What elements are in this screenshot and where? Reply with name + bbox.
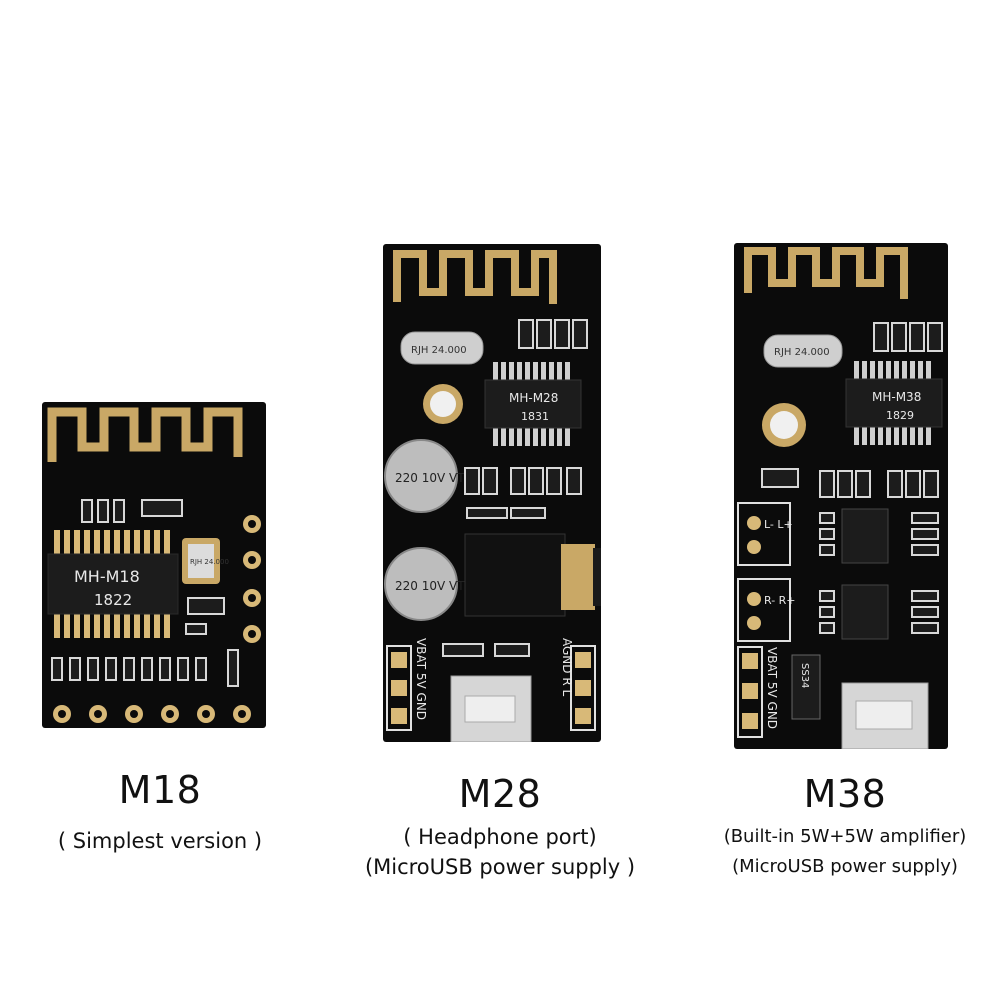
- chip-label: MH-M38: [872, 390, 921, 404]
- crystal-label: RJH 24.000: [411, 345, 467, 356]
- board-m18-image: MH-M18 1822 RJH 24.000: [42, 402, 266, 728]
- out-label-left: L- L+: [764, 518, 793, 531]
- antenna-trace: [744, 247, 908, 299]
- chip-label: MH-M18: [74, 567, 140, 586]
- pin-label-audio: AGND R L: [560, 638, 574, 696]
- board-m28-image: RJH 24.000 MH-M28 1831 220 10V VT 220 10: [383, 244, 601, 742]
- chip-code: 1831: [521, 410, 549, 423]
- caption-m18: M18 ( Simplest version ): [0, 768, 320, 856]
- antenna-trace: [393, 250, 557, 304]
- crystal: [400, 331, 484, 365]
- capacitor: [384, 439, 458, 513]
- chip-body: [484, 379, 582, 429]
- out-label-right: R- R+: [764, 594, 796, 607]
- antenna-trace: [47, 407, 243, 462]
- headphone-jack: [464, 533, 566, 617]
- crystal-label: RJH 24.000: [190, 558, 229, 566]
- chip-label: MH-M28: [509, 391, 558, 405]
- capacitor-label: 220 10V VT: [395, 471, 465, 485]
- model-note: ( Headphone port): [403, 825, 597, 849]
- model-note: (MicroUSB power supply): [732, 856, 958, 877]
- board-m38-image: RJH 24.000 MH-M38 1829: [734, 243, 948, 749]
- model-name: M28: [458, 772, 542, 816]
- diode: [791, 654, 821, 720]
- chip-body: [47, 553, 179, 615]
- capacitor: [384, 547, 458, 621]
- chip-body: [845, 378, 943, 428]
- pin-label-power: VBAT 5V GND: [414, 638, 428, 720]
- model-note: ( Simplest version ): [57, 829, 263, 853]
- capacitor-label: 220 10V VT: [395, 579, 465, 593]
- crystal: [763, 334, 843, 368]
- model-name: M38: [803, 772, 887, 816]
- diode-label: SS34: [799, 663, 810, 688]
- amplifier-chip-left: [841, 508, 889, 564]
- caption-m28: M28 ( Headphone port) (MicroUSB power su…: [330, 772, 670, 882]
- model-name: M18: [118, 768, 202, 812]
- chip-code: 1822: [94, 591, 132, 609]
- model-note: (MicroUSB power supply ): [364, 855, 636, 879]
- pin-label-power: VBAT 5V GND: [765, 647, 779, 729]
- model-note: (Built-in 5W+5W amplifier): [723, 826, 967, 847]
- chip-code: 1829: [886, 409, 914, 422]
- amplifier-chip-right: [841, 584, 889, 640]
- crystal-label: RJH 24.000: [774, 347, 830, 358]
- caption-m38: M38 (Built-in 5W+5W amplifier) (MicroUSB…: [690, 772, 1000, 882]
